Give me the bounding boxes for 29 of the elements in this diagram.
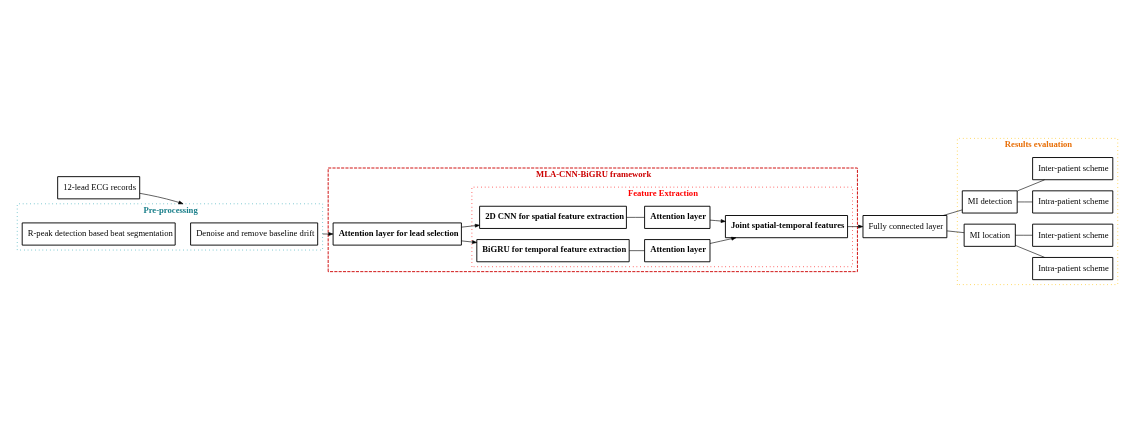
connector — [628, 250, 645, 251]
connector — [1015, 234, 1033, 236]
node-box: Attention layer — [644, 239, 711, 263]
node-box: Inter-patient scheme — [1032, 223, 1114, 247]
connector — [1017, 179, 1045, 192]
node-box: Intra-patient scheme — [1032, 190, 1114, 214]
node-box: Fully connected layer — [862, 215, 948, 239]
arrow — [461, 223, 480, 228]
node-box: MI location — [963, 223, 1016, 247]
node-box: Attention layer for lead selection — [332, 222, 462, 246]
node-box: 2D CNN for spatial feature extraction — [479, 205, 627, 229]
node-box: Attention layer — [644, 205, 711, 229]
arrow — [709, 236, 737, 244]
connector — [1017, 201, 1033, 203]
connector — [946, 230, 965, 233]
arrow — [322, 232, 334, 236]
arrow — [847, 224, 864, 229]
node-box: MI detection — [961, 190, 1018, 214]
node-box: Denoise and remove baseline drift — [190, 222, 319, 246]
node-box: Intra-patient scheme — [1032, 257, 1114, 281]
connector — [942, 209, 963, 216]
node-box: Inter-patient scheme — [1032, 157, 1114, 181]
node-box: BiGRU for temporal feature extraction — [476, 239, 630, 263]
arrow — [709, 219, 726, 223]
connector — [626, 217, 645, 218]
arrow — [139, 193, 184, 205]
node-box: 12-lead ECG records — [57, 176, 141, 200]
node-box: R-peak detection based beat segmentation — [21, 222, 176, 246]
arrow — [461, 240, 478, 244]
